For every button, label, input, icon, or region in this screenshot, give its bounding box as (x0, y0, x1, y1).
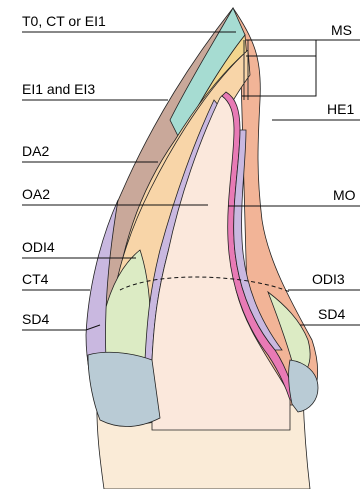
label-odi3: ODI3 (312, 271, 345, 287)
label-oa2: OA2 (22, 186, 50, 202)
label-he1: HE1 (327, 101, 354, 117)
label-sd4-right: SD4 (318, 306, 345, 322)
sd4-cervical-left (88, 352, 160, 426)
label-da2: DA2 (22, 143, 49, 159)
label-ms: MS (331, 22, 352, 38)
label-sd4-left: SD4 (22, 311, 49, 327)
label-ct4: CT4 (22, 271, 49, 287)
label-t0: T0, CT or EI1 (22, 13, 106, 29)
label-mo: MO (333, 187, 356, 203)
label-odi4: ODI4 (22, 239, 55, 255)
label-ei1-ei3: EI1 and EI3 (22, 81, 95, 97)
